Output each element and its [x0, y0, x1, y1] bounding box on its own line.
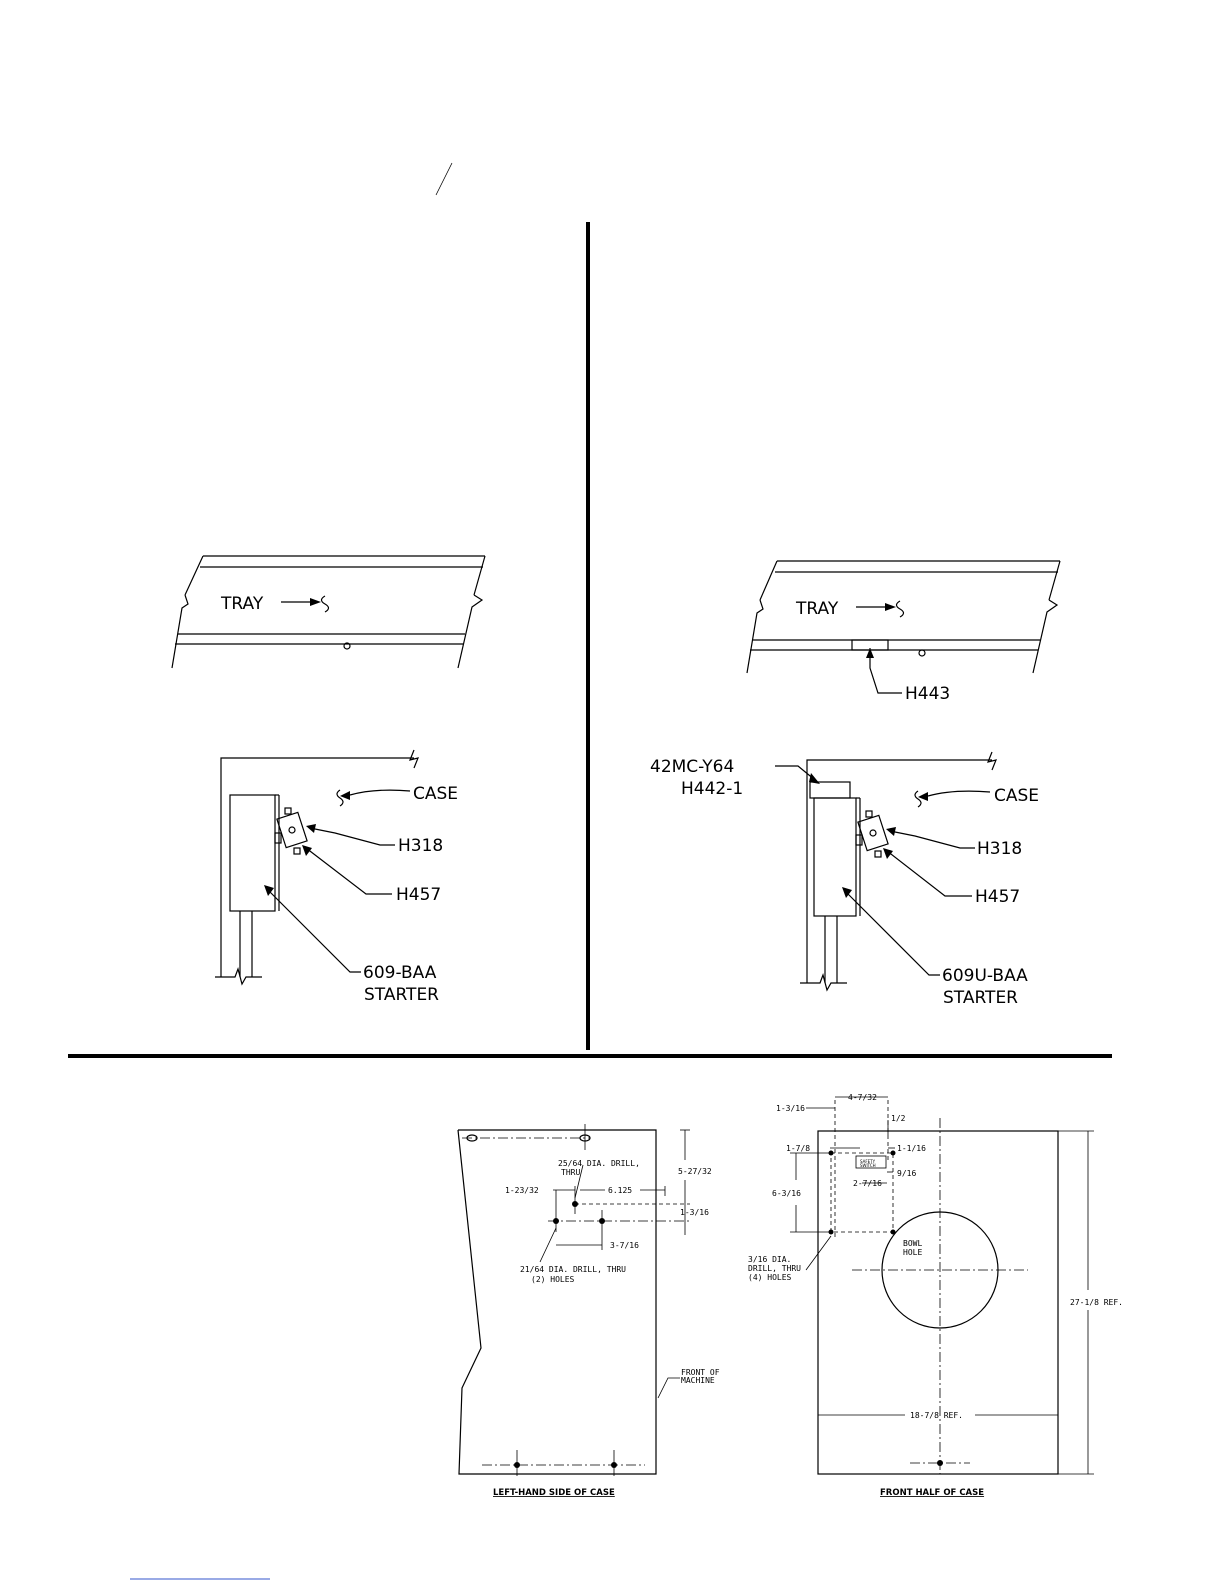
right-starter-model-label: 609U-BAA — [942, 966, 1028, 986]
lhs-dim-5-27-32: 5-27/32 — [678, 1167, 712, 1176]
fh-dim-9-16: 9/16 — [897, 1169, 916, 1178]
fh-dim-6-3-16: 6-3/16 — [772, 1189, 801, 1198]
lhs-dim-1-23-32: 1-23/32 — [505, 1186, 539, 1195]
right-starter — [775, 751, 997, 992]
left-tray-label: TRAY — [220, 594, 264, 614]
left-tray — [171, 555, 486, 669]
left-h457-label: H457 — [396, 885, 441, 905]
right-h318-label: H318 — [977, 839, 1022, 859]
right-tray — [746, 560, 1061, 694]
lhs-dim-21-64: 21/64 DIA. DRILL, THRU — [520, 1265, 626, 1274]
lhs-dim-2-holes: (2) HOLES — [531, 1275, 575, 1284]
left-starter — [215, 749, 419, 986]
fh-switch: SWITCH — [860, 1163, 876, 1168]
fh-ref-18-7-8: 18-7/8 REF. — [910, 1411, 963, 1420]
fh-bowl: BOWL — [903, 1239, 922, 1248]
fh-dim-1-3-16: 1-3/16 — [776, 1104, 805, 1113]
right-h442-label: H442-1 — [681, 779, 743, 799]
lhs-machine: MACHINE — [681, 1376, 715, 1385]
fh-dim-drill-thru: DRILL, THRU — [748, 1264, 801, 1273]
lhs-front-of: FRONT OF — [681, 1368, 720, 1377]
fh-safety: SAFETY — [860, 1159, 876, 1164]
lhs-caption: LEFT-HAND SIDE OF CASE — [493, 1488, 615, 1498]
fh-dim-2-7-16: 2-7/16 — [853, 1179, 882, 1188]
right-case-label: CASE — [994, 786, 1039, 806]
fh-hole: HOLE — [903, 1248, 922, 1257]
fh-caption: FRONT HALF OF CASE — [880, 1488, 984, 1498]
fh-dim-1-1-16: 1-1/16 — [897, 1144, 926, 1153]
left-starter-model-label: 609-BAA — [363, 963, 437, 983]
left-h318-label: H318 — [398, 836, 443, 856]
h443-label: H443 — [905, 684, 950, 704]
right-h457-label: H457 — [975, 887, 1020, 907]
left-case-label: CASE — [413, 784, 458, 804]
fh-dim-4-holes: (4) HOLES — [748, 1273, 792, 1282]
left-starter-word-label: STARTER — [364, 985, 439, 1005]
lhs-dim-thru: THRU — [561, 1168, 580, 1177]
stray-slash — [435, 162, 453, 196]
fh-dim-1-7-8: 1-7/8 — [786, 1144, 810, 1153]
lhs-dim-6-125: 6.125 — [608, 1186, 632, 1195]
right-42mc-label: 42MC-Y64 — [650, 757, 734, 777]
fh-dim-4-7-32: 4-7/32 — [848, 1093, 877, 1102]
fh-ref-27-1-8: 27-1/8 REF. — [1070, 1298, 1123, 1307]
fh-dim-1-2: 1/2 — [891, 1114, 906, 1123]
lhs-dim-3-7-16: 3-7/16 — [610, 1241, 639, 1250]
lhs-dim-1-3-16: 1-3/16 — [680, 1208, 709, 1217]
lhs-dim-25-64: 25/64 DIA. DRILL, — [558, 1159, 640, 1168]
left-hand-side-view — [457, 1124, 690, 1476]
right-tray-label: TRAY — [795, 599, 839, 619]
front-half-view — [790, 1096, 1094, 1475]
fh-dim-3-16-dia: 3/16 DIA. — [748, 1255, 791, 1264]
right-starter-word-label: STARTER — [943, 988, 1018, 1008]
